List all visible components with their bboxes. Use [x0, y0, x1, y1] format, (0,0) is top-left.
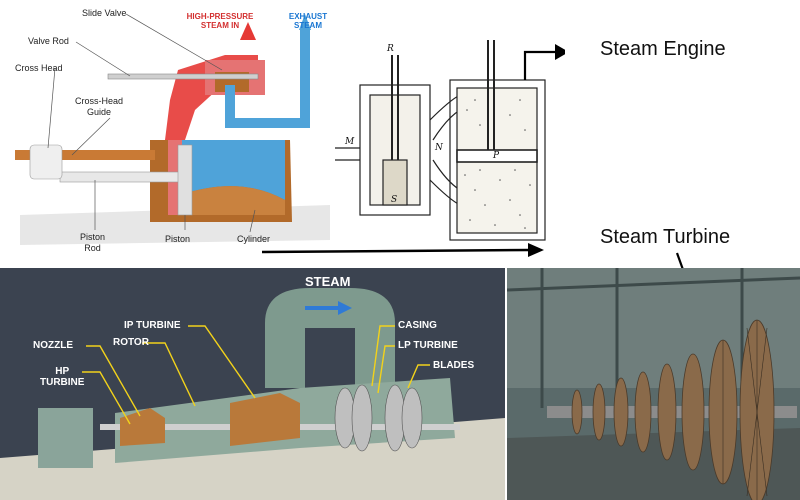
turbine-rotor-photo [507, 268, 800, 500]
label-cross-head: Cross Head [15, 63, 63, 73]
label-high-pressure: HIGH-PRESSURE [186, 12, 254, 21]
sketch-letter-n: N [435, 143, 443, 153]
label-cross-head-guide: Cross-Head Guide [75, 96, 123, 118]
label-rotor: ROTOR [113, 337, 149, 348]
label-blades: BLADES [433, 360, 475, 371]
sketch-letter-s: S [391, 195, 398, 205]
label-casing: CASING [398, 320, 437, 331]
caption-steam-engine: Steam Engine [600, 38, 726, 60]
label-cross-head-guide-line2: Guide [86, 107, 112, 117]
label-hp-turbine: HP TURBINE [40, 366, 84, 388]
engine-section-engraving [335, 40, 565, 241]
label-lp-turbine: LP TURBINE [398, 340, 458, 351]
label-hp-line2: TURBINE [40, 377, 85, 388]
label-ip-turbine: IP TURBINE [124, 320, 181, 331]
sketch-letter-p: P [493, 151, 500, 161]
label-high-pressure-steam-in: HIGH-PRESSURE STEAM IN [177, 12, 263, 30]
label-cross-head-guide-line1: Cross-Head [75, 96, 124, 106]
label-piston-rod: Piston Rod [80, 232, 105, 254]
label-hp-line1: HP [55, 366, 70, 377]
steam-engine-sketch: R M N P S [335, 0, 565, 265]
label-piston-rod-line1: Piston [80, 232, 106, 242]
label-valve-rod: Valve Rod [28, 36, 69, 46]
label-cylinder: Cylinder [237, 234, 271, 244]
steam-engine-diagram: Slide Valve HIGH-PRESSURE STEAM IN EXHAU… [0, 0, 335, 265]
turbine-cutaway-illustration [0, 288, 505, 500]
label-exhaust-steam-word: STEAM [294, 21, 322, 30]
label-exhaust: EXHAUST [288, 12, 328, 21]
turbine-cutaway-diagram: STEAM IP TURBINE CASING LP TURBINE NOZZL… [0, 268, 505, 500]
label-nozzle: NOZZLE [33, 340, 73, 351]
label-exhaust-steam: EXHAUST STEAM [283, 12, 333, 30]
label-piston-rod-line2: Rod [84, 243, 101, 253]
caption-steam-turbine: Steam Turbine [600, 226, 731, 248]
turbine-rotor-picture [507, 268, 800, 500]
sketch-letter-r: R [387, 44, 394, 54]
sketch-letter-m: M [345, 137, 355, 147]
label-turbine-steam: STEAM [305, 274, 351, 289]
label-slide-valve: Slide Valve [82, 8, 127, 18]
steam-engine-illustration [15, 13, 330, 245]
label-piston: Piston [165, 234, 191, 244]
label-steam-in: STEAM IN [200, 21, 240, 30]
